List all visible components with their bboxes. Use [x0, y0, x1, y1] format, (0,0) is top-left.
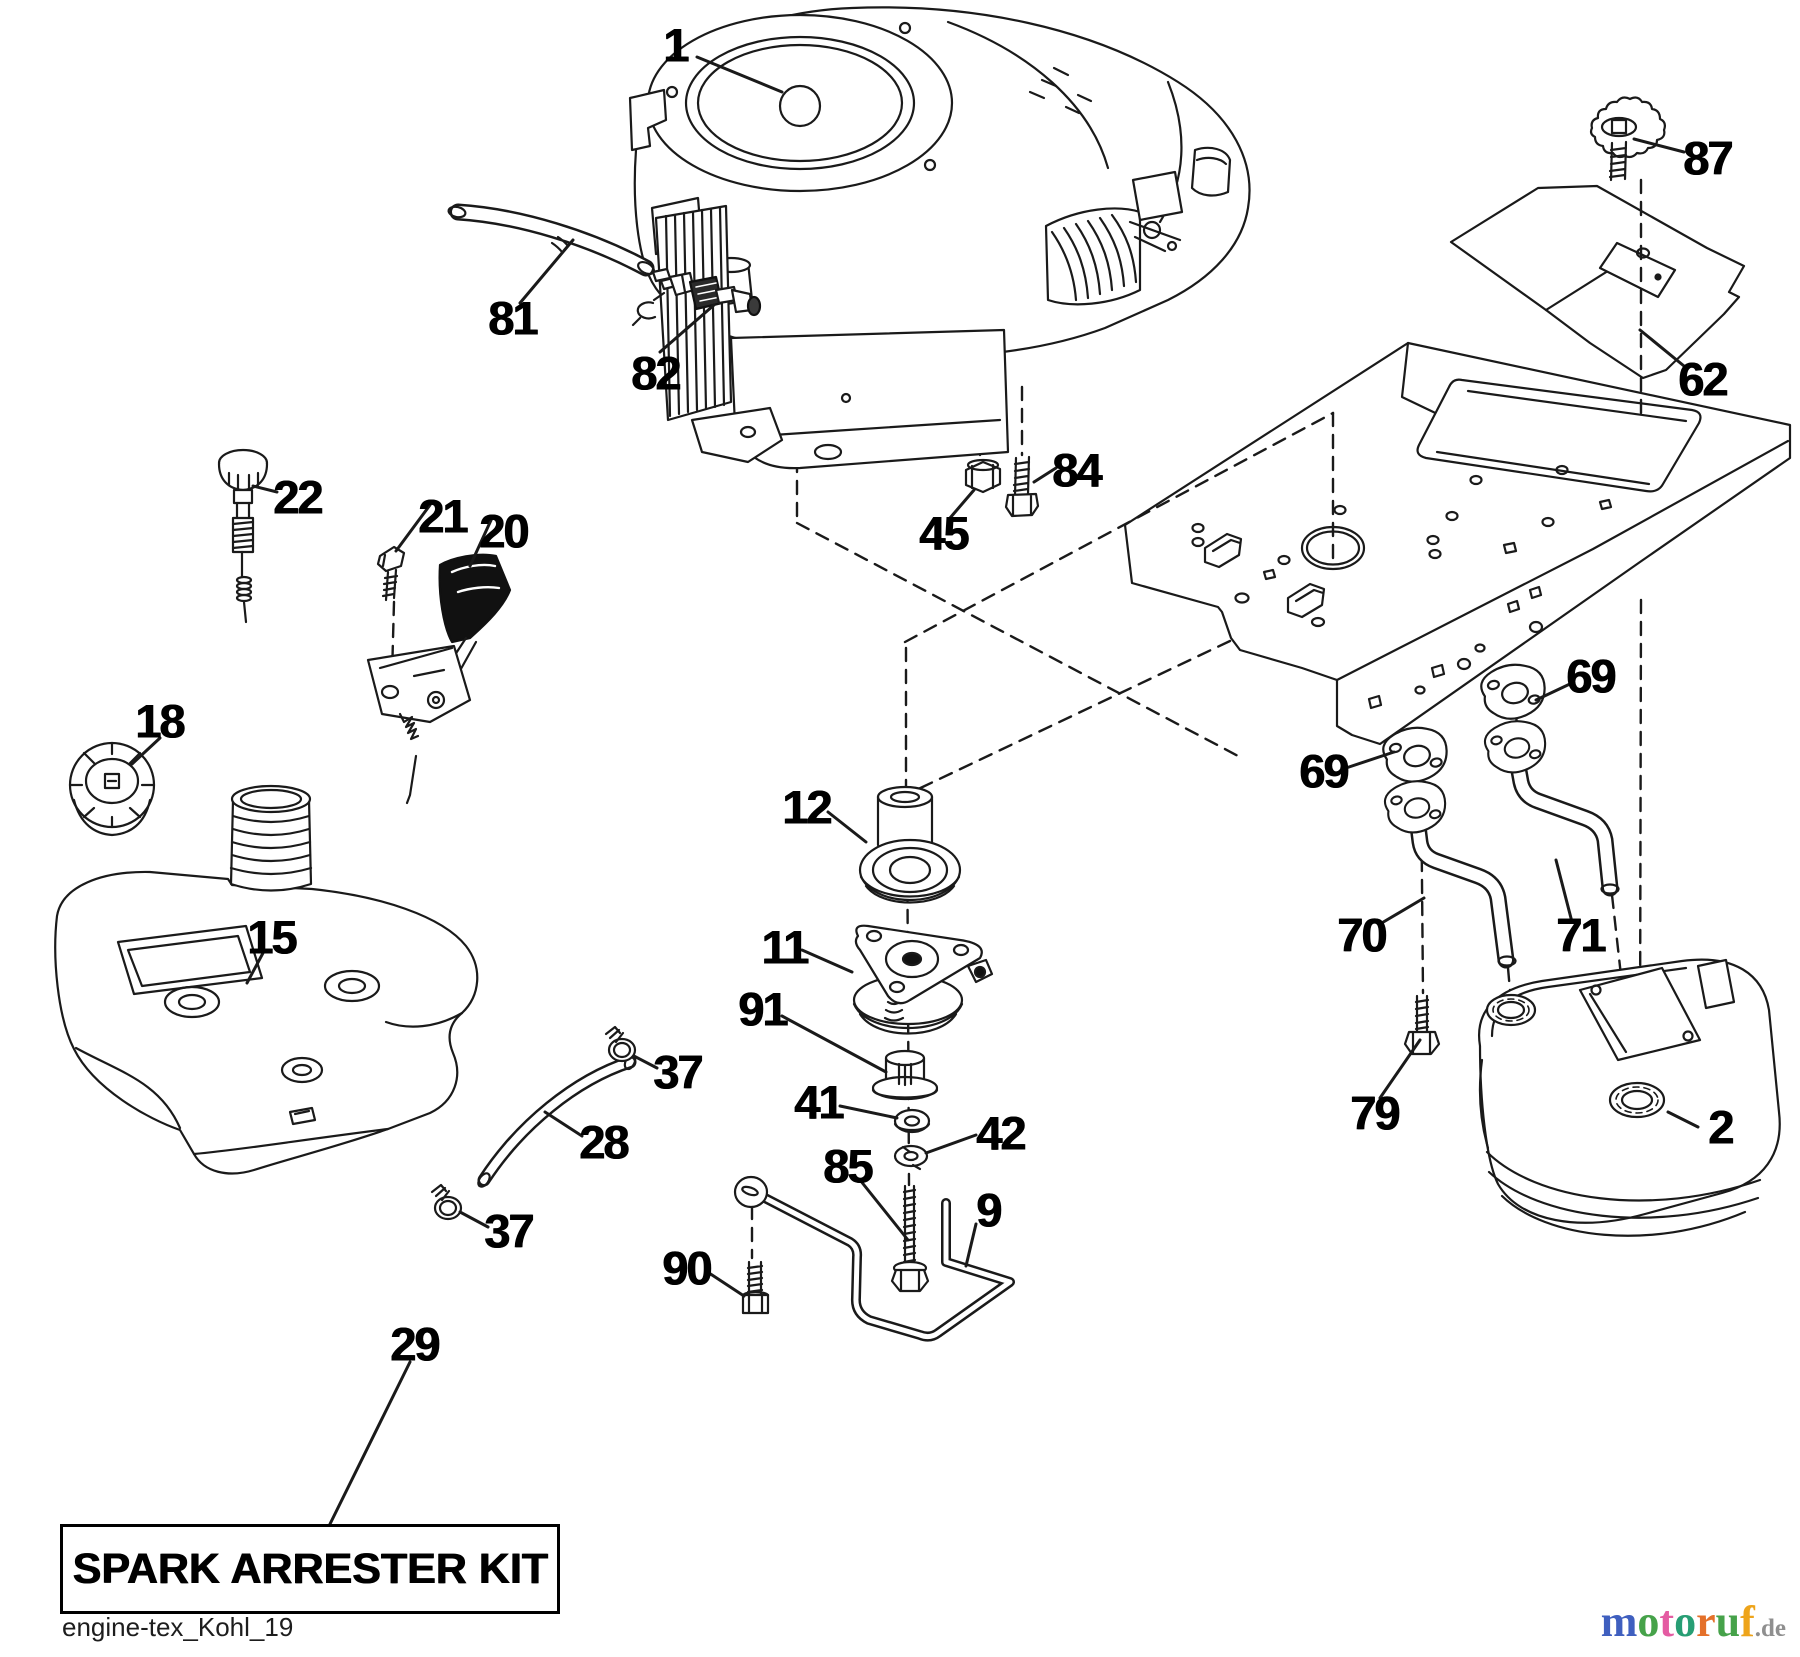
watermark-letter: o — [1637, 1597, 1660, 1646]
callout-engine-bolt: 84 — [1051, 443, 1102, 497]
shield-screw-drawing — [1589, 96, 1666, 182]
watermark-letter: u — [1715, 1597, 1741, 1646]
callout-shield-screw: 87 — [1682, 131, 1733, 185]
spark-arrester-kit-box: SPARK ARRESTER KIT — [60, 1524, 560, 1614]
center-bolt-drawing — [890, 1184, 930, 1293]
callout-leader-lines — [130, 55, 1700, 1526]
callout-clamp-lower: 37 — [483, 1204, 534, 1258]
throttle-bolt-drawing — [376, 545, 406, 602]
choke-cable-drawing — [217, 448, 269, 624]
callout-fuel-cap: 18 — [134, 694, 185, 748]
callout-fuel-hose: 81 — [487, 291, 538, 345]
callout-clutch: 11 — [761, 920, 809, 974]
frame-wall-holes — [1367, 585, 1544, 710]
callout-lock-washer: 42 — [975, 1106, 1026, 1160]
callout-clamp-upper: 37 — [652, 1045, 703, 1099]
callout-throttle-control: 20 — [478, 504, 529, 558]
lock-washer-drawing — [893, 1144, 929, 1171]
callout-choke-cable: 22 — [272, 470, 323, 524]
muffler-drawing — [1478, 958, 1781, 1237]
throttle-control-drawing — [366, 553, 512, 805]
callout-rod-screw: 90 — [661, 1241, 712, 1295]
muffler-bolt-drawing — [1403, 994, 1441, 1056]
callout-gasket-upper: 69 — [1565, 649, 1616, 703]
exhaust-drawing — [1378, 656, 1620, 969]
watermark-letter: o — [1674, 1597, 1697, 1646]
callout-muffler: 2 — [1707, 1100, 1734, 1154]
callout-exhaust-pipe-r: 71 — [1555, 908, 1606, 962]
guide-rod-drawing — [733, 1175, 1015, 1342]
callout-pulley: 12 — [781, 780, 832, 834]
frame-clip — [1203, 532, 1243, 569]
callout-spark-kit-ref: 29 — [389, 1317, 440, 1371]
hose-clamp-drawing — [430, 1025, 637, 1221]
pulley-drawing — [858, 785, 962, 904]
callout-muffler-bolt: 79 — [1349, 1086, 1400, 1140]
rod-screw-drawing — [741, 1260, 770, 1315]
callout-engine-nut: 45 — [918, 506, 969, 560]
watermark-letter: t — [1659, 1597, 1675, 1646]
fuel-tank-drawing — [54, 784, 479, 1175]
callout-guide-rod: 9 — [975, 1183, 1002, 1237]
callout-heat-shield: 62 — [1677, 352, 1728, 406]
motoruf-watermark: motoruf.de — [1601, 1600, 1786, 1651]
frame-holes — [1191, 464, 1613, 628]
callout-tank-hose: 28 — [578, 1115, 629, 1169]
callout-engine: 1 — [662, 18, 689, 72]
watermark-letter: r — [1696, 1597, 1716, 1646]
engine-bolt-drawing — [1004, 455, 1040, 518]
callout-gasket-lower: 69 — [1298, 744, 1349, 798]
watermark-letter: f — [1740, 1597, 1755, 1646]
callout-exhaust-pipe-l: 70 — [1336, 908, 1387, 962]
frame-clip — [1286, 582, 1326, 619]
washer-drawing — [893, 1108, 931, 1134]
clutch-drawing — [852, 924, 994, 1035]
callout-washer: 41 — [793, 1075, 844, 1129]
engine-nut-drawing — [964, 458, 1002, 494]
footer-drawing-code: engine-tex_Kohl_19 — [62, 1612, 294, 1642]
watermark-suffix: .de — [1754, 1615, 1786, 1642]
frame-chassis-drawing — [1123, 341, 1792, 746]
callout-fuel-tank: 15 — [246, 910, 297, 964]
engine-drawing — [628, 6, 1251, 470]
spacer-drawing — [871, 1049, 939, 1101]
callout-center-bolt: 85 — [822, 1139, 873, 1193]
callout-spacer: 91 — [737, 982, 788, 1036]
callout-fuel-valve: 82 — [630, 346, 681, 400]
fuel-valve-drawing — [631, 267, 762, 327]
watermark-letter: m — [1600, 1597, 1638, 1646]
callout-throttle-bolt: 21 — [417, 489, 468, 543]
heat-shield-drawing — [1449, 184, 1746, 380]
